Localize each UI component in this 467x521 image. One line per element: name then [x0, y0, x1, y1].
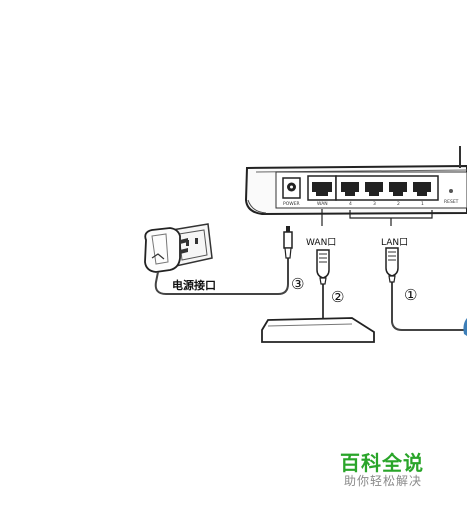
reset-button — [449, 189, 453, 193]
label-wan: WAN — [317, 201, 328, 207]
label-lan-3: 3 — [373, 201, 376, 207]
label-lan-1: 1 — [421, 201, 424, 207]
lan-cable — [391, 280, 467, 331]
lan-port-4 — [341, 182, 359, 196]
step-3: ③ — [291, 275, 304, 293]
label-reset: RESET — [444, 199, 459, 205]
power-jack — [282, 177, 301, 199]
wan-rj45-plug — [316, 249, 330, 285]
lan-rj45-plug — [385, 247, 399, 283]
router: POWER WAN 4 3 2 1 RESET — [244, 146, 467, 226]
step-1: ① — [404, 286, 417, 304]
lan-port-label: LAN口 — [381, 238, 408, 248]
power-port-label: 电源接口 — [172, 278, 216, 292]
label-power: POWER — [283, 201, 300, 207]
step-2: ② — [331, 288, 344, 306]
power-cable — [154, 255, 289, 295]
label-lan-4: 4 — [349, 201, 352, 207]
lan-port-1 — [413, 182, 431, 196]
watermark-title: 百科全说 — [340, 451, 424, 475]
lan-port-group — [335, 175, 439, 201]
lan-port-3 — [365, 182, 383, 196]
power-adapter — [144, 227, 188, 273]
modem-box — [261, 317, 375, 343]
dc-plug — [283, 226, 293, 259]
cables — [154, 255, 467, 331]
lan-port-2 — [389, 182, 407, 196]
wan-port-label: WAN口 — [306, 238, 336, 248]
wan-port — [307, 175, 337, 201]
label-lan-2: 2 — [397, 201, 400, 207]
pc-edge — [463, 318, 467, 336]
watermark-subtitle: 助你轻松解决 — [344, 474, 423, 488]
